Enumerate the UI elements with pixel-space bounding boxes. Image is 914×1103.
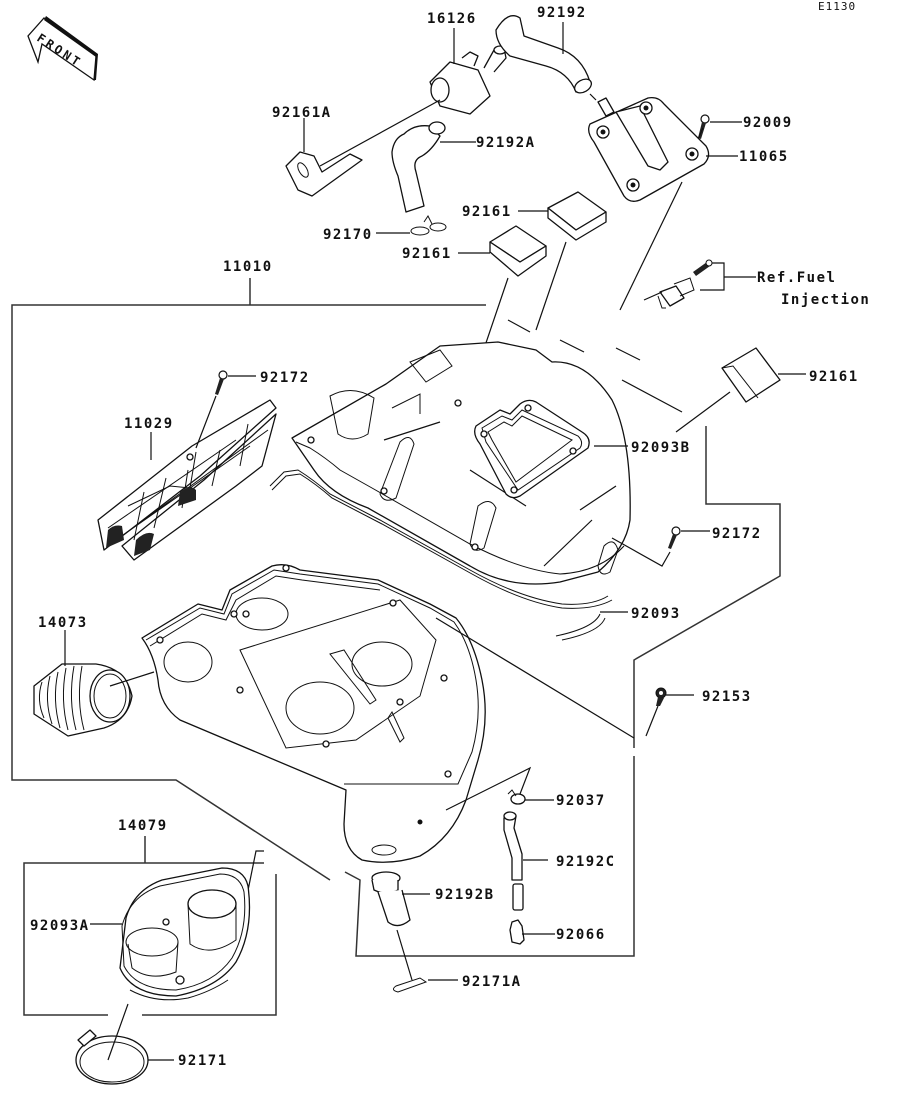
guide-lines xyxy=(507,319,683,413)
part-92066[interactable]: 92066 xyxy=(509,919,606,945)
label-92192A[interactable]: 92192A xyxy=(476,135,536,151)
label-14073[interactable]: 14073 xyxy=(38,615,88,631)
label-92093[interactable]: 92093 xyxy=(631,606,681,622)
label-92161A[interactable]: 92161A xyxy=(272,105,332,121)
label-11065[interactable]: 11065 xyxy=(739,149,789,165)
label-11010[interactable]: 11010 xyxy=(223,259,273,275)
part-92171A[interactable]: 92171A xyxy=(392,974,522,993)
label-92161-top-left[interactable]: 92161 xyxy=(402,246,452,262)
part-92037[interactable]: 92037 xyxy=(445,766,606,811)
part-11065[interactable]: 11065 xyxy=(588,93,789,311)
part-92161A[interactable]: 92161A xyxy=(272,99,441,197)
label-92066[interactable]: 92066 xyxy=(556,927,606,943)
assembly-14079[interactable]: 14079 xyxy=(23,818,277,1016)
label-92153[interactable]: 92153 xyxy=(702,689,752,705)
label-92093A[interactable]: 92093A xyxy=(30,918,90,934)
fuel-injection-reference[interactable]: Ref.Fuel Injection xyxy=(643,259,870,309)
part-16126[interactable]: 16126 xyxy=(427,11,507,115)
part-92171[interactable]: 92171 xyxy=(75,1003,228,1085)
assembly-11010[interactable]: 11010 xyxy=(11,259,781,957)
part-92161-top-left[interactable]: 92161 xyxy=(402,225,547,391)
label-92171A[interactable]: 92171A xyxy=(462,974,522,990)
figure-code: E1130 xyxy=(818,0,856,13)
label-92172-right[interactable]: 92172 xyxy=(712,526,762,542)
label-92192C[interactable]: 92192C xyxy=(556,854,616,870)
part-92093[interactable]: 92093 xyxy=(269,469,681,641)
label-14079[interactable]: 14079 xyxy=(118,818,168,834)
label-92037[interactable]: 92037 xyxy=(556,793,606,809)
part-92153[interactable]: 92153 xyxy=(645,687,752,737)
label-92161-right[interactable]: 92161 xyxy=(809,369,859,385)
part-92161-top-right[interactable]: 92161 xyxy=(462,191,607,331)
label-92170[interactable]: 92170 xyxy=(323,227,373,243)
label-92009[interactable]: 92009 xyxy=(743,115,793,131)
label-92171[interactable]: 92171 xyxy=(178,1053,228,1069)
part-92192A[interactable]: 92192A xyxy=(391,121,536,213)
ref-injection-label[interactable]: Injection xyxy=(781,292,870,308)
ref-fuel-label[interactable]: Ref.Fuel xyxy=(757,270,836,286)
part-14073[interactable]: 14073 xyxy=(33,615,155,737)
label-16126[interactable]: 16126 xyxy=(427,11,477,27)
label-92192[interactable]: 92192 xyxy=(537,5,587,21)
part-92093A[interactable]: 92093A xyxy=(30,867,251,1001)
front-arrow-icon: FRONT xyxy=(27,16,98,82)
label-92192B[interactable]: 92192B xyxy=(435,887,495,903)
part-92093B[interactable]: 92093B xyxy=(594,440,691,456)
part-92170[interactable]: 92170 xyxy=(323,215,447,243)
part-92161-right[interactable]: 92161 xyxy=(675,347,859,433)
part-92172-right[interactable]: 92172 xyxy=(611,526,762,567)
label-92172-left[interactable]: 92172 xyxy=(260,370,310,386)
label-11029[interactable]: 11029 xyxy=(124,416,174,432)
label-92093B[interactable]: 92093B xyxy=(631,440,691,456)
part-lower-housing[interactable] xyxy=(141,564,635,863)
label-92161-top-right[interactable]: 92161 xyxy=(462,204,512,220)
part-92192B[interactable]: 92192B xyxy=(371,871,495,981)
part-92009[interactable]: 92009 xyxy=(691,114,793,153)
part-92172-left[interactable]: 92172 xyxy=(195,370,310,449)
part-upper-housing-cover[interactable] xyxy=(291,341,631,585)
part-92192[interactable]: 92192 xyxy=(495,5,594,96)
part-11029[interactable]: 11029 xyxy=(97,399,277,561)
part-92192C[interactable]: 92192C xyxy=(503,811,616,911)
